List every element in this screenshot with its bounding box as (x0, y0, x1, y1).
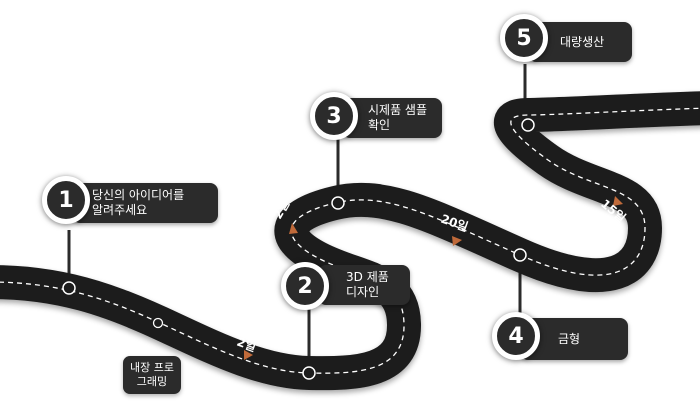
direction-arrow-4 (613, 196, 623, 206)
milestone-dot-5 (521, 118, 535, 132)
step-2-label: 3D 제품 디자인 (318, 265, 410, 305)
step-5-badge: 5 (500, 14, 548, 62)
side-note-label: 내장 프로 그래밍 (123, 356, 181, 394)
road-marker-1: 2일 (235, 335, 258, 355)
step-1-text: 당신의 아이디어를 알려주세요 (92, 188, 185, 217)
milestone-dot-side (152, 317, 164, 329)
direction-arrow-1 (244, 350, 253, 360)
step-3-label: 시제품 샘플 확인 (342, 98, 442, 138)
milestone-dot-2 (302, 366, 316, 380)
step-4-badge: 4 (492, 312, 540, 360)
step-5-text: 대량생산 (560, 34, 605, 49)
step-1-badge: 1 (42, 176, 90, 224)
direction-arrow-2 (289, 223, 298, 234)
step-2-text: 3D 제품 디자인 (346, 270, 389, 299)
step-1-label: 당신의 아이디어를 알려주세요 (72, 183, 218, 223)
direction-arrow-3 (452, 236, 462, 246)
milestone-dot-1 (62, 281, 76, 295)
milestone-dot-4 (513, 248, 527, 262)
milestone-dot-3 (331, 196, 345, 210)
step-4-text: 금형 (558, 331, 581, 346)
step-3-text: 시제품 샘플 확인 (368, 103, 428, 132)
step-3-badge: 3 (310, 92, 358, 140)
step-2-badge: 2 (281, 262, 329, 310)
